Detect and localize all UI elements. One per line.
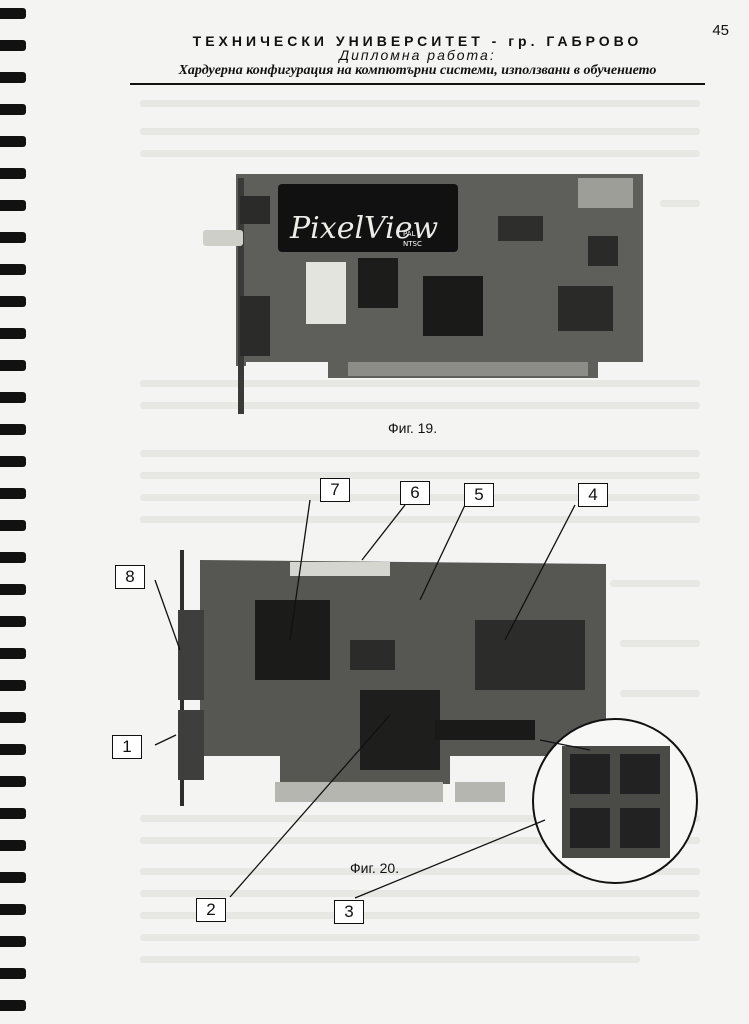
- callout-3: 3: [334, 900, 364, 924]
- header-doc-type: Дипломна работа:: [339, 47, 496, 63]
- page-number: 45: [712, 22, 729, 39]
- figure-19-caption: Фиг. 19.: [388, 420, 438, 436]
- svg-text:NTSC: NTSC: [403, 240, 422, 248]
- callout-7: 7: [320, 478, 350, 502]
- header-subtitle: Хардуерна конфигурация на компютърни сис…: [130, 63, 705, 85]
- figure-19-tv-card-photo: PixelView PAL NTSC: [203, 174, 643, 414]
- callout-2: 2: [196, 898, 226, 922]
- memory-zoom-inset: [532, 718, 698, 884]
- svg-text:PAL: PAL: [403, 230, 416, 238]
- spiral-binding: [0, 0, 34, 1024]
- callout-6: 6: [400, 481, 430, 505]
- figure-20-caption: Фиг. 20.: [350, 860, 400, 876]
- header-institution: ТЕХНИЧЕСКИ УНИВЕРСИТЕТ - гр. ГАБРОВО: [192, 33, 643, 49]
- callout-8: 8: [115, 565, 145, 589]
- callout-5: 5: [464, 483, 494, 507]
- callout-1: 1: [112, 735, 142, 759]
- callout-4: 4: [578, 483, 608, 507]
- pixelview-logo: PixelView: [289, 211, 439, 246]
